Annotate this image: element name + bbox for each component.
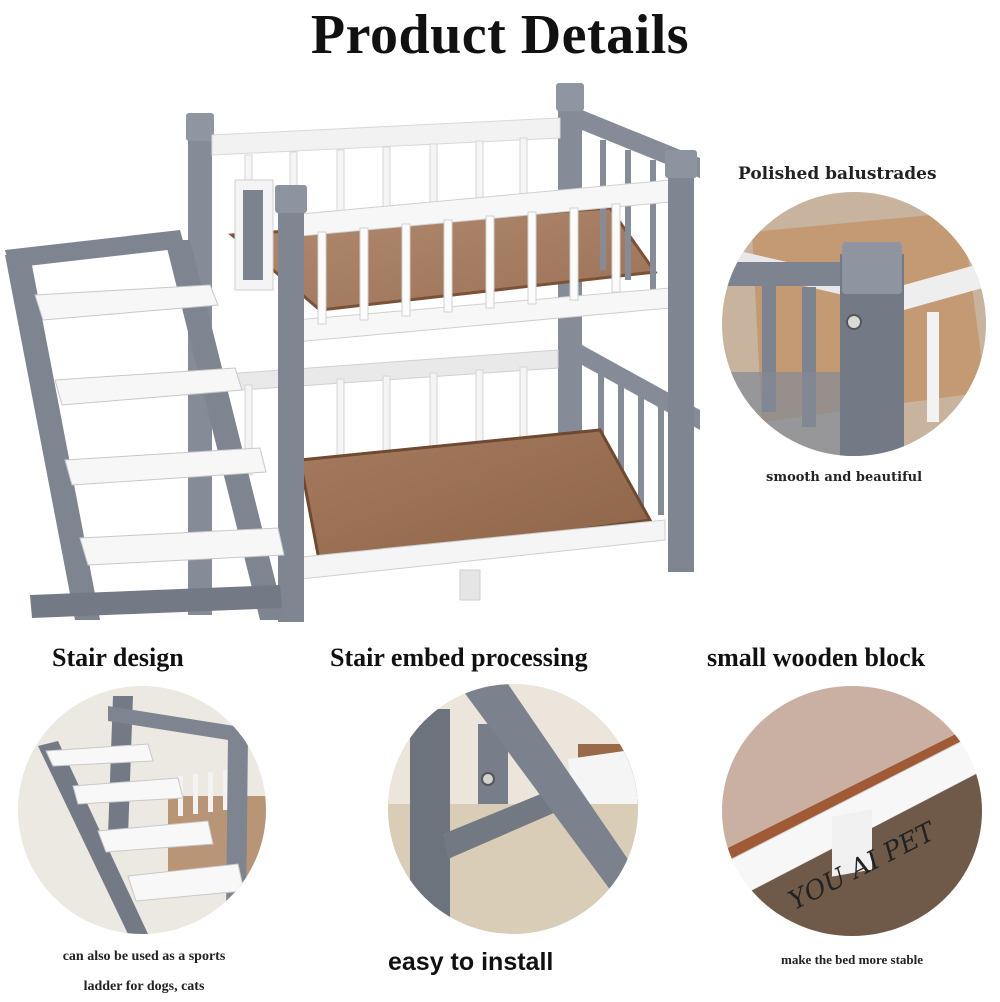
feature-caption-stair-design: can also be used as a sports ladder for … [10, 942, 278, 1002]
main-product-image [0, 80, 720, 640]
feature-heading-stair-design: Stair design [52, 643, 184, 672]
stair-design-closeup-image [18, 686, 266, 934]
page-title: Product Details [310, 4, 690, 66]
caption-line-2: ladder for dogs, cats [83, 979, 205, 994]
feature-caption-stair-embed: easy to install [388, 948, 554, 976]
caption-line-1: can also be used as a sports [62, 949, 226, 964]
feature-heading-balustrades: Polished balustrades [738, 164, 937, 184]
wooden-block-closeup-image: YOU AI PET [722, 686, 982, 936]
stair-embed-closeup-image [388, 684, 638, 934]
feature-caption-balustrades: smooth and beautiful [766, 470, 923, 485]
bunk-bed-illustration [5, 83, 700, 622]
feature-heading-stair-embed: Stair embed processing [330, 643, 588, 672]
balustrades-closeup-image [722, 192, 986, 456]
feature-heading-wooden-block: small wooden block [707, 643, 926, 672]
feature-caption-wooden-block: make the bed more stable [780, 952, 924, 967]
